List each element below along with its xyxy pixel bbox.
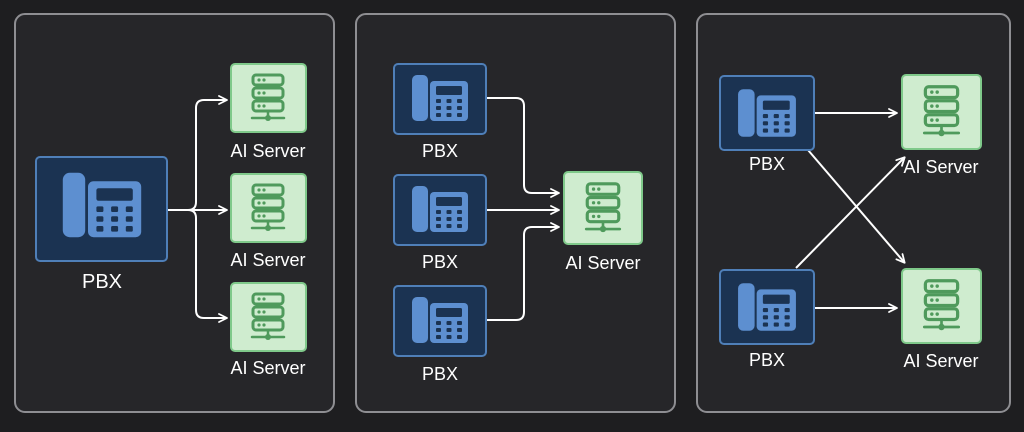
- ai-server-node: AI Server: [230, 282, 307, 378]
- panel-3-connectors: [795, 108, 906, 313]
- pbx-node: PBX: [393, 174, 487, 272]
- pbx-label: PBX: [422, 364, 458, 384]
- pbx-node: PBX: [393, 285, 487, 384]
- connector-pbx-3-to-server: [486, 222, 560, 321]
- ai-server-node: AI Server: [901, 74, 982, 177]
- connector-pbx-to-server-3: [168, 209, 228, 323]
- desk-phone-icon: [412, 75, 468, 121]
- connector-pbx-1-to-server: [486, 97, 560, 198]
- pbx-node: PBX: [719, 269, 815, 370]
- ai-server-label: AI Server: [565, 253, 640, 273]
- desk-phone-icon: [738, 283, 796, 331]
- ai-server-node: AI Server: [563, 171, 643, 273]
- ai-server-label: AI Server: [230, 358, 305, 378]
- desk-phone-icon: [412, 297, 468, 343]
- ai-server-label: AI Server: [903, 351, 978, 371]
- ai-server-label: AI Server: [230, 250, 305, 270]
- connector-pbx-2-to-server-1: [795, 156, 906, 269]
- panel-2-connectors: [486, 97, 560, 321]
- desk-phone-icon: [738, 89, 796, 137]
- ai-server-label: AI Server: [230, 141, 305, 161]
- pbx-label: PBX: [422, 252, 458, 272]
- pbx-label: PBX: [749, 350, 785, 370]
- ai-server-label: AI Server: [903, 157, 978, 177]
- panel-1-connectors: [168, 95, 228, 323]
- pbx-node: PBX: [393, 63, 487, 161]
- ai-server-node: AI Server: [901, 268, 982, 371]
- ai-server-node: AI Server: [230, 63, 307, 161]
- pbx-node: PBX: [719, 75, 815, 174]
- pbx-node: PBX: [35, 156, 168, 293]
- pbx-label: PBX: [422, 141, 458, 161]
- pbx-label: PBX: [82, 271, 122, 293]
- ai-server-node: AI Server: [230, 173, 307, 270]
- pbx-label: PBX: [749, 154, 785, 174]
- desk-phone-icon: [412, 186, 468, 232]
- desk-phone-icon: [62, 172, 142, 238]
